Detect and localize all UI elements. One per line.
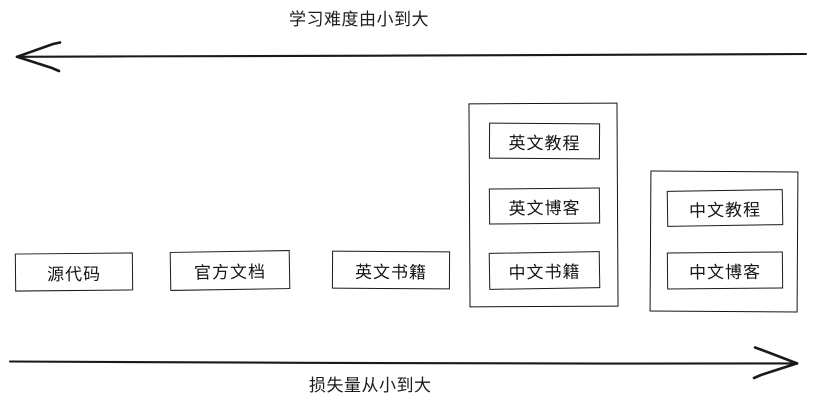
node-label: 英文书籍 (354, 262, 428, 282)
arrow-left (15, 41, 808, 73)
node-chinese-blog[interactable]: 中文博客 (666, 251, 784, 290)
node-label: 官方文档 (193, 262, 267, 283)
top-axis-label: 学习难度由小到大 (289, 10, 429, 29)
node-label: 英文博客 (508, 198, 581, 218)
node-label: 中文博客 (688, 262, 762, 283)
node-label: 中文书籍 (508, 262, 581, 283)
node-chinese-books[interactable]: 中文书籍 (488, 251, 601, 290)
node-source-code[interactable]: 源代码 (14, 252, 134, 292)
node-official-docs[interactable]: 官方文档 (169, 250, 291, 291)
node-english-blog[interactable]: 英文博客 (488, 187, 601, 225)
node-label: 中文教程 (688, 199, 762, 221)
node-chinese-tutorial[interactable]: 中文教程 (666, 189, 784, 227)
node-label: 英文教程 (508, 133, 581, 153)
bottom-axis-label: 损失量从小到大 (309, 376, 432, 395)
node-label: 源代码 (46, 264, 102, 284)
node-english-tutorial[interactable]: 英文教程 (488, 122, 601, 160)
node-english-books[interactable]: 英文书籍 (331, 250, 451, 290)
arrow-right (8, 346, 799, 380)
